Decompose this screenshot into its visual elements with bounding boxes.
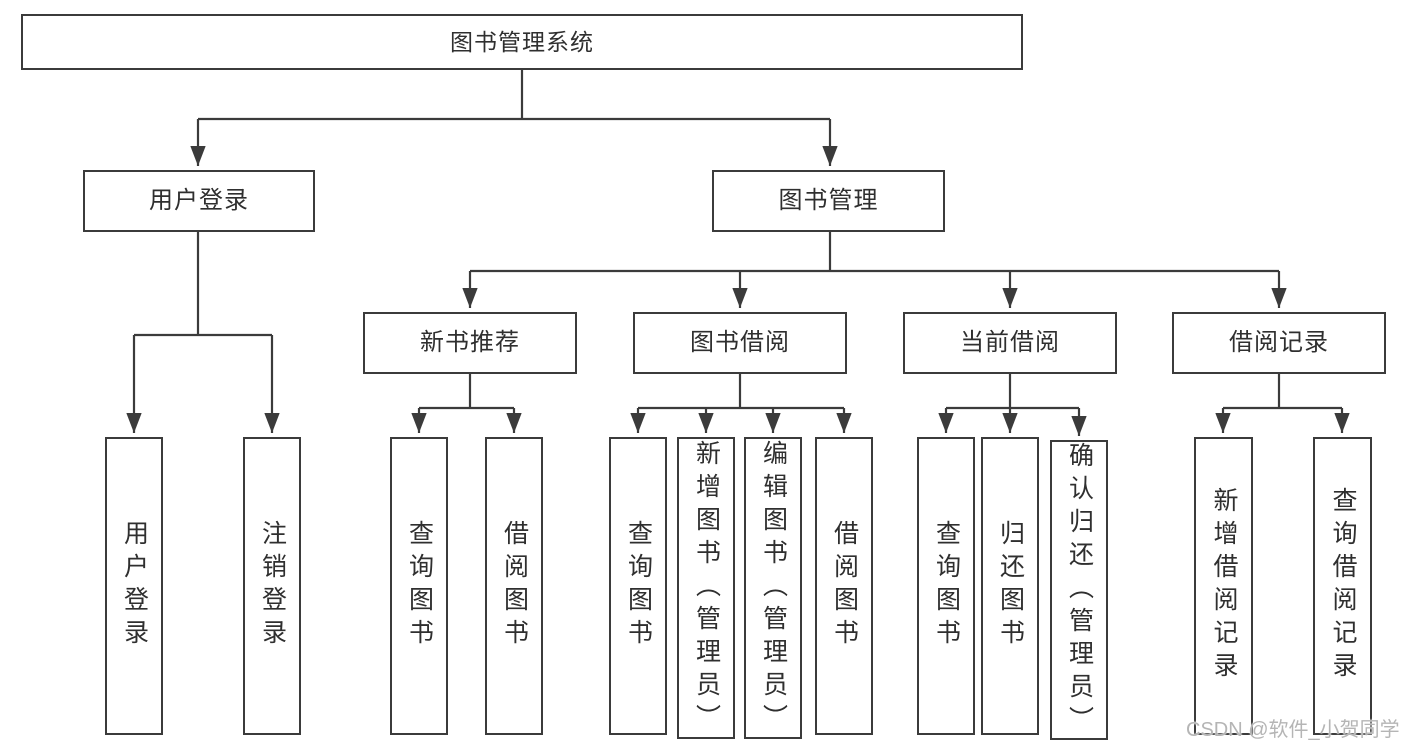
node-book-borrowing: 图书借阅 [633, 312, 847, 374]
leaf-query-books-borrowing: 查询图书 [609, 437, 667, 735]
node-current-borrowing: 当前借阅 [903, 312, 1117, 374]
leaf-borrow-books-borrowing-label: 借阅图书 [830, 520, 859, 652]
leaf-user-login: 用户登录 [105, 437, 163, 735]
leaf-return-books: 归还图书 [981, 437, 1039, 735]
leaf-confirm-return-admin-label: 确认归还（管理员） [1065, 441, 1094, 739]
leaf-edit-book-admin: 编辑图书（管理员） [744, 437, 802, 739]
leaf-query-borrow-record: 查询借阅记录 [1313, 437, 1372, 735]
node-current-borrowing-label: 当前借阅 [960, 329, 1060, 356]
leaf-user-login-label: 用户登录 [120, 520, 149, 652]
csdn-watermark: CSDN @软件_小贺同学 [1186, 719, 1400, 741]
leaf-query-books-borrowing-label: 查询图书 [624, 520, 653, 652]
leaf-borrow-books-recommend: 借阅图书 [485, 437, 543, 735]
node-root: 图书管理系统 [21, 14, 1023, 70]
leaf-return-books-label: 归还图书 [996, 520, 1025, 652]
node-borrowing-records: 借阅记录 [1172, 312, 1386, 374]
leaf-query-books-current-label: 查询图书 [932, 520, 961, 652]
leaf-query-books-current: 查询图书 [917, 437, 975, 735]
leaf-borrow-books-recommend-label: 借阅图书 [500, 520, 529, 652]
leaf-add-book-admin-label: 新增图书（管理员） [692, 439, 721, 737]
leaf-add-borrow-record: 新增借阅记录 [1194, 437, 1253, 735]
node-book-borrowing-label: 图书借阅 [690, 329, 790, 356]
leaf-query-borrow-record-label: 查询借阅记录 [1329, 487, 1357, 685]
node-book-management: 图书管理 [712, 170, 945, 232]
node-book-management-label: 图书管理 [778, 187, 879, 214]
node-borrowing-records-label: 借阅记录 [1229, 329, 1329, 356]
leaf-logout-label: 注销登录 [258, 520, 287, 652]
leaf-edit-book-admin-label: 编辑图书（管理员） [759, 439, 788, 737]
node-new-book-recommend: 新书推荐 [363, 312, 577, 374]
node-user-login-label: 用户登录 [149, 187, 249, 214]
node-root-label: 图书管理系统 [450, 28, 594, 55]
leaf-query-books-recommend: 查询图书 [390, 437, 448, 735]
leaf-add-book-admin: 新增图书（管理员） [677, 437, 735, 739]
node-user-login: 用户登录 [83, 170, 315, 232]
leaf-query-books-recommend-label: 查询图书 [405, 520, 434, 652]
leaf-confirm-return-admin: 确认归还（管理员） [1050, 440, 1108, 740]
leaf-add-borrow-record-label: 新增借阅记录 [1210, 487, 1238, 685]
leaf-logout: 注销登录 [243, 437, 301, 735]
leaf-borrow-books-borrowing: 借阅图书 [815, 437, 873, 735]
node-new-book-recommend-label: 新书推荐 [420, 329, 520, 356]
